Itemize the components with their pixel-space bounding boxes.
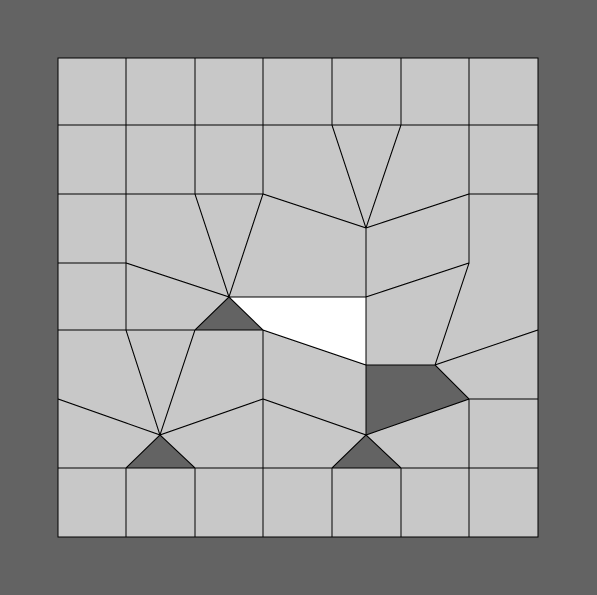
- board-tile[interactable]: [468, 398, 539, 469]
- board-tile[interactable]: [125, 124, 196, 195]
- board-tile[interactable]: [331, 467, 402, 538]
- board-tile[interactable]: [194, 57, 264, 126]
- tile-layer: [57, 57, 539, 538]
- board-frame: [57, 57, 539, 538]
- board-tile[interactable]: [400, 57, 470, 126]
- board-tile[interactable]: [57, 124, 127, 195]
- highlighted-tile[interactable]: [228, 296, 367, 366]
- board-tile[interactable]: [262, 467, 333, 538]
- dark-tile[interactable]: [331, 434, 402, 469]
- board-tile[interactable]: [194, 124, 264, 195]
- board-tile[interactable]: [194, 467, 264, 538]
- dark-tile[interactable]: [125, 434, 196, 469]
- board-tile[interactable]: [57, 193, 127, 264]
- board-tile[interactable]: [57, 57, 127, 126]
- dark-tile[interactable]: [365, 364, 470, 436]
- board-tile[interactable]: [57, 262, 127, 331]
- board-tile[interactable]: [468, 124, 539, 195]
- board-tile[interactable]: [125, 467, 196, 538]
- board-tile[interactable]: [400, 467, 470, 538]
- board-tile[interactable]: [57, 467, 127, 538]
- board-tile[interactable]: [468, 467, 539, 538]
- board-tile[interactable]: [262, 57, 333, 126]
- board-tile[interactable]: [468, 57, 539, 126]
- board-tile[interactable]: [331, 57, 402, 126]
- board-tile[interactable]: [125, 57, 196, 126]
